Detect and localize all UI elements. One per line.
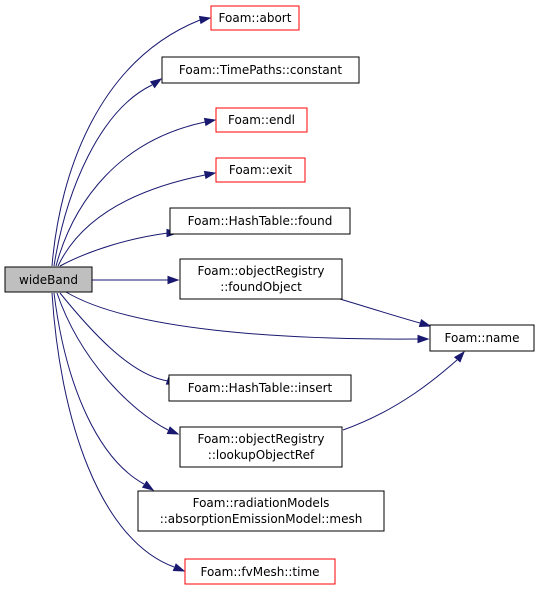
arrowhead-icon <box>418 318 432 328</box>
node-label: Foam::endl <box>228 113 295 127</box>
node-layer: wideBand Foam::abort Foam::TimePaths::co… <box>4 5 535 585</box>
arrowhead-icon <box>141 480 155 491</box>
node-foundObject[interactable]: Foam::objectRegistry ::foundObject <box>179 258 343 300</box>
edge-wideBand-to-endl <box>55 117 217 267</box>
node-abort[interactable]: Foam::abort <box>210 5 300 31</box>
node-label: Foam::name <box>445 331 520 345</box>
edge-line <box>53 84 153 267</box>
edge-wideBand-to-abort <box>51 15 212 267</box>
edge-wideBand-to-constant <box>53 78 163 267</box>
node-label: Foam::exit <box>229 163 293 177</box>
node-label: wideBand <box>19 273 78 287</box>
edge-wideBand-to-name <box>65 291 430 344</box>
edge-wideBand-to-found <box>59 228 179 267</box>
node-label: Foam::objectRegistry <box>197 432 324 446</box>
node-label: Foam::objectRegistry <box>197 264 324 278</box>
edge-wideBand-to-exit <box>57 170 217 267</box>
arrowhead-icon <box>203 117 217 127</box>
edge-line <box>53 292 145 485</box>
edge-layer <box>51 15 465 572</box>
edge-line <box>51 19 201 267</box>
node-exit[interactable]: Foam::exit <box>215 157 306 183</box>
arrowhead-icon <box>167 275 180 285</box>
node-endl[interactable]: Foam::endl <box>215 107 308 133</box>
edge-line <box>57 174 206 267</box>
node-mesh[interactable]: Foam::radiationModels ::absorptionEmissi… <box>137 490 385 532</box>
arrowhead-icon <box>172 563 186 572</box>
node-label: Foam::abort <box>219 11 292 25</box>
edge-line <box>56 292 169 431</box>
node-label: ::absorptionEmissionModel::mesh <box>160 512 363 526</box>
edge-wideBand-to-foundObject <box>92 275 180 285</box>
arrowhead-icon <box>203 170 217 180</box>
arrowhead-icon <box>453 350 465 363</box>
edge-line <box>59 292 169 382</box>
node-label: Foam::fvMesh::time <box>200 565 319 579</box>
node-time[interactable]: Foam::fvMesh::time <box>184 558 336 585</box>
arrowhead-icon <box>198 15 212 25</box>
edge-line <box>51 292 175 568</box>
node-lookupObjectRef[interactable]: Foam::objectRegistry ::lookupObjectRef <box>179 426 343 468</box>
edge-wideBand-to-lookupObjectRef <box>56 292 180 435</box>
edge-foundObject-to-name <box>339 298 432 328</box>
node-label: Foam::HashTable::found <box>188 214 333 228</box>
node-label: ::foundObject <box>220 280 302 294</box>
node-label: Foam::TimePaths::constant <box>179 63 342 77</box>
node-insert[interactable]: Foam::HashTable::insert <box>168 374 352 402</box>
node-label: Foam::HashTable::insert <box>188 381 333 395</box>
arrowhead-icon <box>166 426 180 435</box>
edge-wideBand-to-mesh <box>53 292 155 491</box>
node-label: Foam::radiationModels <box>193 496 330 510</box>
arrowhead-icon <box>149 78 163 89</box>
edge-line <box>55 121 206 267</box>
edge-line <box>342 359 458 431</box>
edge-line <box>339 298 421 324</box>
edge-wideBand-to-time <box>51 292 186 572</box>
node-found[interactable]: Foam::HashTable::found <box>169 207 351 235</box>
node-label: ::lookupObjectRef <box>208 448 315 462</box>
node-name[interactable]: Foam::name <box>429 324 535 352</box>
node-wideBand[interactable]: wideBand <box>4 266 93 293</box>
node-constant[interactable]: Foam::TimePaths::constant <box>161 56 360 84</box>
edge-line <box>65 291 419 340</box>
edge-lookupObjectRef-to-name <box>342 350 465 431</box>
arrowhead-icon <box>417 334 430 344</box>
edge-line <box>59 232 169 267</box>
